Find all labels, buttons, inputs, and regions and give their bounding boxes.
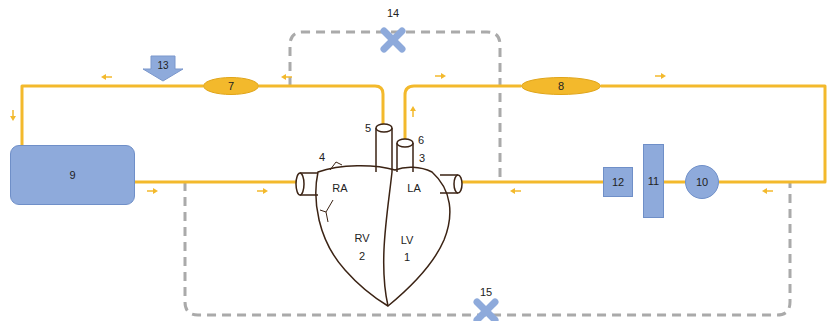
callout-number: 6 bbox=[418, 135, 424, 146]
tube-line bbox=[135, 181, 298, 184]
callout-number: 4 bbox=[319, 152, 325, 163]
vessel-end bbox=[296, 173, 304, 195]
oxygenator-bar: 11 bbox=[643, 144, 664, 218]
component-number: 11 bbox=[648, 176, 659, 187]
chamber-label: RV bbox=[354, 233, 369, 244]
pump-circle: 10 bbox=[685, 165, 719, 199]
heart-drawing bbox=[296, 124, 462, 306]
flow-arrow bbox=[435, 73, 446, 79]
septum bbox=[384, 172, 392, 306]
infusion-arrow bbox=[143, 56, 183, 81]
vessel-end bbox=[376, 124, 392, 132]
heat-exchanger-box: 12 bbox=[603, 167, 633, 197]
flow-arrow bbox=[655, 73, 666, 79]
reservoir-box: 9 bbox=[10, 145, 135, 205]
callout-number: 13 bbox=[157, 61, 168, 71]
flow-arrow bbox=[101, 74, 112, 80]
component-number: 9 bbox=[69, 170, 75, 181]
vessel-end bbox=[454, 175, 462, 193]
dashed-line bbox=[290, 32, 500, 182]
flow-arrow bbox=[281, 74, 292, 80]
component-number: 10 bbox=[696, 177, 708, 188]
heart-outline bbox=[316, 166, 450, 306]
component-number: 7 bbox=[228, 81, 234, 92]
tube-line bbox=[460, 181, 603, 184]
filter-ellipse: 8 bbox=[521, 77, 601, 95]
callout-number: 15 bbox=[480, 287, 492, 298]
dashed-line bbox=[185, 182, 790, 315]
chamber-label: LV bbox=[401, 235, 414, 246]
tube-line bbox=[259, 86, 383, 125]
callout-number: 2 bbox=[359, 251, 365, 262]
tube-connector bbox=[601, 86, 825, 182]
chamber-label: RA bbox=[332, 183, 347, 194]
callout-number: 1 bbox=[404, 252, 410, 263]
tube-connector bbox=[22, 86, 203, 145]
flow-arrow bbox=[410, 106, 416, 117]
oxygenator-ellipse: 7 bbox=[203, 77, 259, 95]
flow-arrow bbox=[257, 188, 268, 194]
bypass-lines bbox=[185, 32, 790, 315]
component-number: 12 bbox=[612, 177, 624, 188]
component-number: 8 bbox=[558, 81, 564, 92]
callout-number: 3 bbox=[419, 153, 425, 164]
tube-connector bbox=[664, 181, 685, 184]
vessel-end bbox=[397, 139, 413, 147]
flow-arrow bbox=[10, 110, 16, 121]
flow-arrow bbox=[510, 188, 521, 194]
tube-line bbox=[405, 86, 521, 140]
flow-arrow bbox=[762, 188, 773, 194]
flow-arrow bbox=[147, 188, 158, 194]
chamber-label: LA bbox=[407, 183, 420, 194]
callout-number: 5 bbox=[365, 123, 371, 134]
callout-number: 14 bbox=[387, 8, 399, 19]
